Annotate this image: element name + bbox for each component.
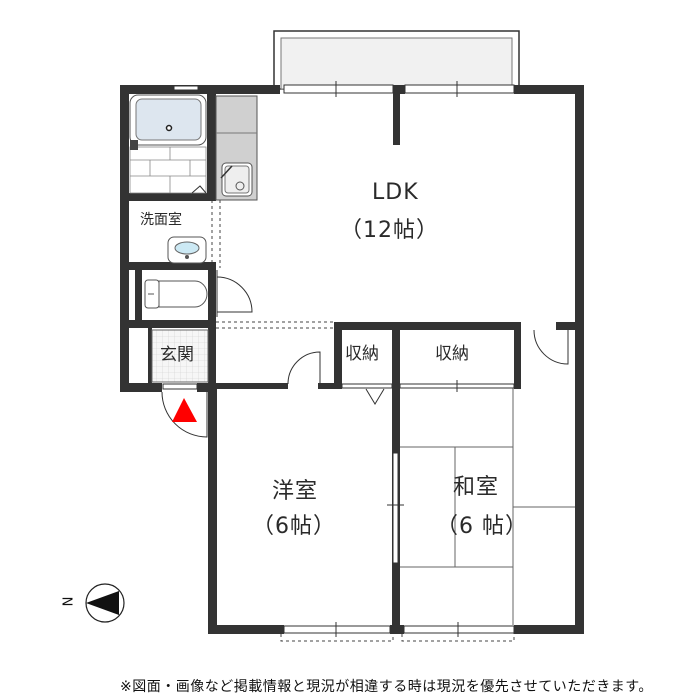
room-size-ldk: （12帖） xyxy=(340,218,439,243)
room-name-entrance: 玄関 xyxy=(160,345,194,365)
sliding-doors xyxy=(341,380,515,564)
bathtub xyxy=(129,94,207,194)
walls xyxy=(120,85,584,634)
dashed-lines xyxy=(211,200,515,642)
swing-doors xyxy=(161,270,569,438)
windows xyxy=(173,81,515,637)
washbasin xyxy=(167,236,207,264)
toilet xyxy=(144,279,208,309)
entrance-floor xyxy=(151,329,209,383)
room-name-storage-2: 収納 xyxy=(435,344,469,364)
compass-icon xyxy=(85,583,125,623)
room-name-western: 洋室 xyxy=(272,479,319,504)
room-size-western: （6帖） xyxy=(252,514,336,539)
tatami-lines xyxy=(400,388,575,625)
balcony xyxy=(273,30,520,90)
room-name-storage-1: 収納 xyxy=(345,344,379,364)
entrance-marker-icon xyxy=(172,398,197,422)
compass-north-label: N xyxy=(61,596,77,607)
room-name-washroom: 洗面室 xyxy=(140,212,182,228)
room-name-japanese: 和室 xyxy=(453,475,500,500)
room-size-japanese: （6 帖） xyxy=(436,514,528,539)
room-name-ldk: LDK xyxy=(372,180,419,205)
disclaimer-text: ※図面・画像など掲載情報と現況が相違する時は現況を優先させていただきます。 xyxy=(120,679,653,695)
kitchen-counter xyxy=(215,95,258,201)
